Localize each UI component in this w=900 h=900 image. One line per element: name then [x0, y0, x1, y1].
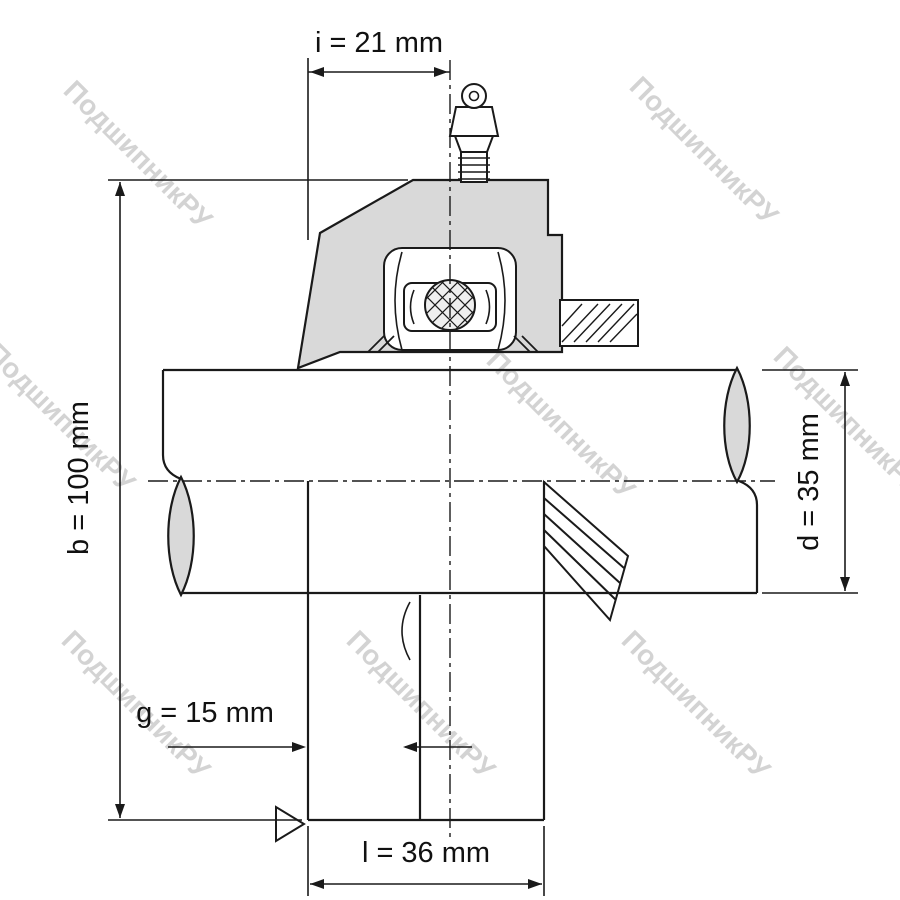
dim-d-label: d = 35 mm: [793, 413, 825, 551]
outer-race-right: [497, 251, 506, 351]
dimension-i: i = 21 mm: [307, 27, 450, 240]
shaft-right-end: [738, 479, 759, 593]
watermark-text: ПодшипникРУ: [624, 70, 785, 231]
dim-b-label: b = 100 mm: [63, 401, 95, 555]
dim-g-arrow-right: [403, 742, 417, 752]
inner-ring-arc-right: [485, 289, 491, 325]
datum-triangle-symbol: [275, 805, 306, 843]
dim-b-arrow-top: [115, 182, 125, 196]
watermark-text: ПодшипникРУ: [768, 340, 900, 501]
ball-crosshatch: [425, 280, 475, 330]
dim-l-arrow-left: [310, 879, 324, 889]
grease-fitting-shank: [460, 151, 488, 183]
dimension-b: b = 100 mm: [63, 179, 408, 821]
seal-lips: [367, 335, 539, 353]
dim-i-label: i = 21 mm: [315, 27, 443, 59]
dim-g-arrow-left: [292, 742, 306, 752]
grease-fitting-hex: [448, 106, 500, 137]
dim-i-arrow-right: [434, 67, 448, 77]
set-screw-outline: [559, 299, 639, 347]
watermark-text: ПодшипникРУ: [341, 624, 502, 785]
dimension-g: g = 15 mm: [136, 697, 472, 752]
set-screw-hatching: [561, 303, 638, 343]
grease-fitting-threads: [458, 157, 490, 180]
dimension-l: l = 36 mm: [307, 826, 545, 896]
grease-fitting: [448, 83, 500, 183]
grease-fitting-ball: [468, 90, 480, 102]
watermark-text: ПодшипникРУ: [58, 74, 219, 235]
outer-race-left: [394, 251, 403, 351]
dim-l-label: l = 36 mm: [362, 837, 490, 869]
shaft-break-right: [723, 365, 751, 485]
shaft: [161, 365, 759, 598]
shaft-left-end: [161, 370, 182, 481]
dim-b-arrow-bottom: [115, 804, 125, 818]
dim-i-arrow-left: [310, 67, 324, 77]
centerlines: [148, 60, 775, 838]
dimension-d: d = 35 mm: [762, 369, 858, 594]
bearing-housing: [296, 178, 564, 370]
watermark-text: ПодшипникРУ: [616, 624, 777, 785]
hub: [306, 481, 546, 822]
inner-ring-arc-left: [409, 289, 415, 325]
dim-d-arrow-bottom: [840, 577, 850, 591]
grease-fitting-dome: [461, 83, 487, 109]
hub-groove: [401, 601, 411, 661]
grease-fitting-neck: [453, 135, 495, 153]
dim-d-arrow-top: [840, 372, 850, 386]
set-screw-block: [559, 299, 639, 347]
locking-collar-hatching: [543, 497, 625, 601]
locking-collar: [543, 479, 630, 623]
dim-g-label: g = 15 mm: [136, 697, 274, 729]
dim-l-arrow-right: [528, 879, 542, 889]
shaft-break-left: [167, 474, 195, 598]
